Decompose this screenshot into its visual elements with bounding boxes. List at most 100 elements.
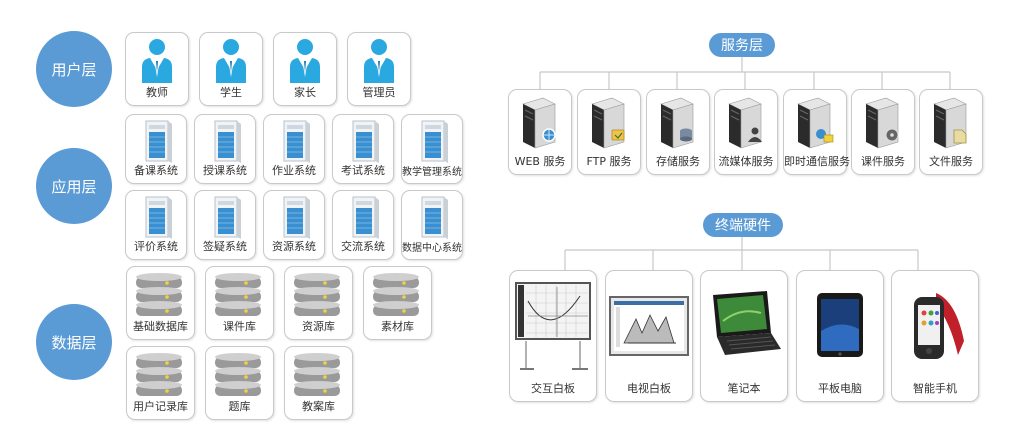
app-label: 评价系统 — [134, 240, 178, 253]
terminal-card-tv-whiteboard: 电视白板 — [605, 270, 693, 402]
server-storage-icon — [660, 97, 694, 149]
tower-server-icon — [214, 120, 241, 163]
tower-server-icon — [283, 196, 310, 239]
tower-server-icon — [214, 196, 241, 239]
user-card-student: 学生 — [199, 32, 263, 106]
tower-server-icon — [145, 196, 172, 239]
database-icon — [215, 353, 261, 396]
service-label: 文件服务 — [929, 155, 973, 168]
db-label: 素材库 — [381, 320, 414, 333]
database-icon — [294, 273, 340, 316]
user-label: 学生 — [220, 86, 242, 99]
person-icon — [142, 39, 172, 83]
tv-whiteboard-icon — [609, 296, 689, 356]
data-layer-circle: 数据层 — [36, 304, 112, 380]
smartphone-icon — [914, 293, 964, 359]
app-label: 授课系统 — [203, 164, 247, 177]
laptop-icon — [713, 291, 781, 355]
tower-server-icon — [145, 120, 172, 163]
app-card-teaching: 授课系统 — [194, 114, 256, 184]
service-card-im: 即时通信服务 — [783, 89, 850, 175]
db-card-user-record: 用户记录库 — [126, 346, 195, 420]
terminal-card-laptop: 笔记本 — [700, 270, 788, 402]
server-globe-icon — [522, 97, 556, 149]
terminal-label: 平板电脑 — [818, 382, 862, 395]
app-label: 作业系统 — [272, 164, 316, 177]
app-card-exam: 考试系统 — [332, 114, 394, 184]
db-card-resource: 资源库 — [284, 266, 353, 340]
tower-server-icon — [352, 196, 379, 239]
db-card-lesson-plan: 教案库 — [284, 346, 353, 420]
service-card-storage: 存储服务 — [646, 89, 710, 175]
person-icon — [290, 39, 320, 83]
app-card-qa: 签疑系统 — [194, 190, 256, 260]
service-label: 课件服务 — [861, 155, 905, 168]
database-icon — [136, 273, 182, 316]
terminal-label: 笔记本 — [727, 382, 761, 395]
service-card-courseware: 课件服务 — [851, 89, 915, 175]
service-label: 存储服务 — [656, 155, 700, 168]
app-label: 资源系统 — [272, 240, 316, 253]
service-label: FTP 服务 — [586, 155, 632, 168]
service-card-ftp: FTP 服务 — [577, 89, 641, 175]
database-icon — [136, 353, 182, 396]
service-label: WEB 服务 — [514, 155, 566, 168]
terminal-card-tablet: 平板电脑 — [796, 270, 884, 402]
app-label: 教学管理系统 — [402, 167, 462, 178]
server-user-icon — [728, 97, 762, 149]
service-label: 即时通信服务 — [784, 155, 850, 168]
app-card-data-center: 数据中心系统 — [401, 190, 463, 260]
app-card-resource: 资源系统 — [263, 190, 325, 260]
tower-server-icon — [421, 120, 448, 163]
db-label: 基础数据库 — [133, 320, 188, 333]
db-label: 教案库 — [302, 400, 335, 413]
db-label: 资源库 — [302, 320, 335, 333]
server-disc-icon — [865, 97, 899, 149]
db-label: 题库 — [228, 400, 251, 413]
user-layer-circle: 用户层 — [36, 31, 112, 107]
tower-server-icon — [283, 120, 310, 163]
database-icon — [294, 353, 340, 396]
app-label: 备课系统 — [134, 164, 178, 177]
db-label: 课件库 — [223, 320, 256, 333]
database-icon — [373, 273, 419, 316]
app-layer-circle: 应用层 — [36, 148, 112, 224]
terminal-label: 智能手机 — [913, 382, 957, 395]
user-card-parent: 家长 — [273, 32, 337, 106]
db-card-courseware: 课件库 — [205, 266, 274, 340]
app-card-teaching-mgmt: 教学管理系统 — [401, 114, 463, 184]
app-card-homework: 作业系统 — [263, 114, 325, 184]
interactive-whiteboard-icon — [515, 282, 591, 370]
user-card-teacher: 教师 — [125, 32, 189, 106]
service-label: 流媒体服务 — [718, 155, 774, 168]
db-card-question-bank: 题库 — [205, 346, 274, 420]
user-label: 教师 — [146, 86, 168, 99]
service-card-web: WEB 服务 — [508, 89, 572, 175]
server-message-icon — [797, 97, 834, 149]
service-card-streaming: 流媒体服务 — [714, 89, 778, 175]
tower-server-icon — [352, 120, 379, 163]
terminal-label: 电视白板 — [627, 382, 671, 395]
terminal-card-interactive-whiteboard: 交互白板 — [509, 270, 597, 402]
terminal-label: 交互白板 — [531, 382, 575, 395]
tower-server-icon — [421, 196, 448, 239]
db-card-basic: 基础数据库 — [126, 266, 195, 340]
person-icon — [216, 39, 246, 83]
terminal-layer-title: 终端硬件 — [703, 213, 783, 237]
app-label: 考试系统 — [341, 164, 385, 177]
app-label: 交流系统 — [341, 240, 385, 253]
database-icon — [215, 273, 261, 316]
app-label: 签疑系统 — [203, 240, 247, 253]
db-label: 用户记录库 — [133, 400, 188, 413]
service-card-file: 文件服务 — [919, 89, 983, 175]
db-card-material: 素材库 — [363, 266, 432, 340]
app-label: 数据中心系统 — [402, 243, 462, 254]
person-icon — [364, 39, 394, 83]
app-card-evaluation: 评价系统 — [125, 190, 187, 260]
app-card-exchange: 交流系统 — [332, 190, 394, 260]
server-file-icon — [933, 97, 967, 149]
service-layer-title: 服务层 — [709, 33, 775, 57]
tablet-icon — [817, 293, 863, 357]
user-card-admin: 管理员 — [347, 32, 411, 106]
app-card-lesson-prep: 备课系统 — [125, 114, 187, 184]
